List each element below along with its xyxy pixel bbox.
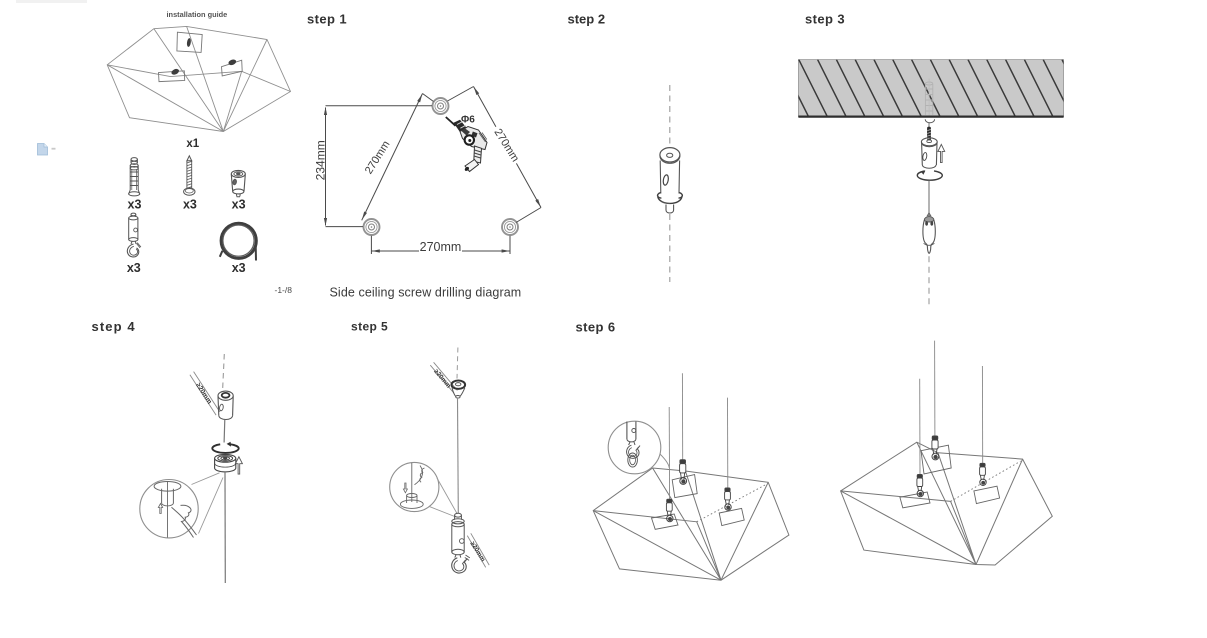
svg-text:step 2: step 2: [568, 11, 606, 26]
svg-text:x3: x3: [232, 198, 246, 212]
svg-text:step 5: step 5: [351, 320, 388, 334]
svg-text:x3: x3: [128, 198, 142, 212]
svg-text:234mm: 234mm: [313, 140, 327, 180]
svg-text:x3: x3: [183, 198, 197, 212]
svg-text:270mm: 270mm: [363, 139, 393, 176]
svg-text:-1-/8: -1-/8: [275, 285, 293, 295]
svg-text:270mm: 270mm: [420, 240, 462, 254]
svg-text:≥20mm: ≥20mm: [194, 382, 213, 405]
svg-text:x1: x1: [186, 138, 199, 150]
svg-text:270mm: 270mm: [492, 127, 522, 164]
svg-text:x3: x3: [232, 261, 246, 275]
svg-text:step 4: step 4: [92, 319, 136, 334]
svg-text:Side ceiling screw drilling di: Side ceiling screw drilling diagram: [330, 285, 522, 299]
svg-text:≥20mm: ≥20mm: [432, 368, 452, 390]
svg-text:step 1: step 1: [307, 12, 347, 27]
svg-text:≥20mm: ≥20mm: [468, 540, 486, 563]
svg-text:installation guide: installation guide: [167, 10, 228, 19]
svg-text:step 6: step 6: [576, 320, 616, 335]
svg-text:step 3: step 3: [805, 12, 845, 27]
svg-text:Φ6: Φ6: [461, 114, 475, 125]
svg-text:x3: x3: [127, 261, 141, 275]
